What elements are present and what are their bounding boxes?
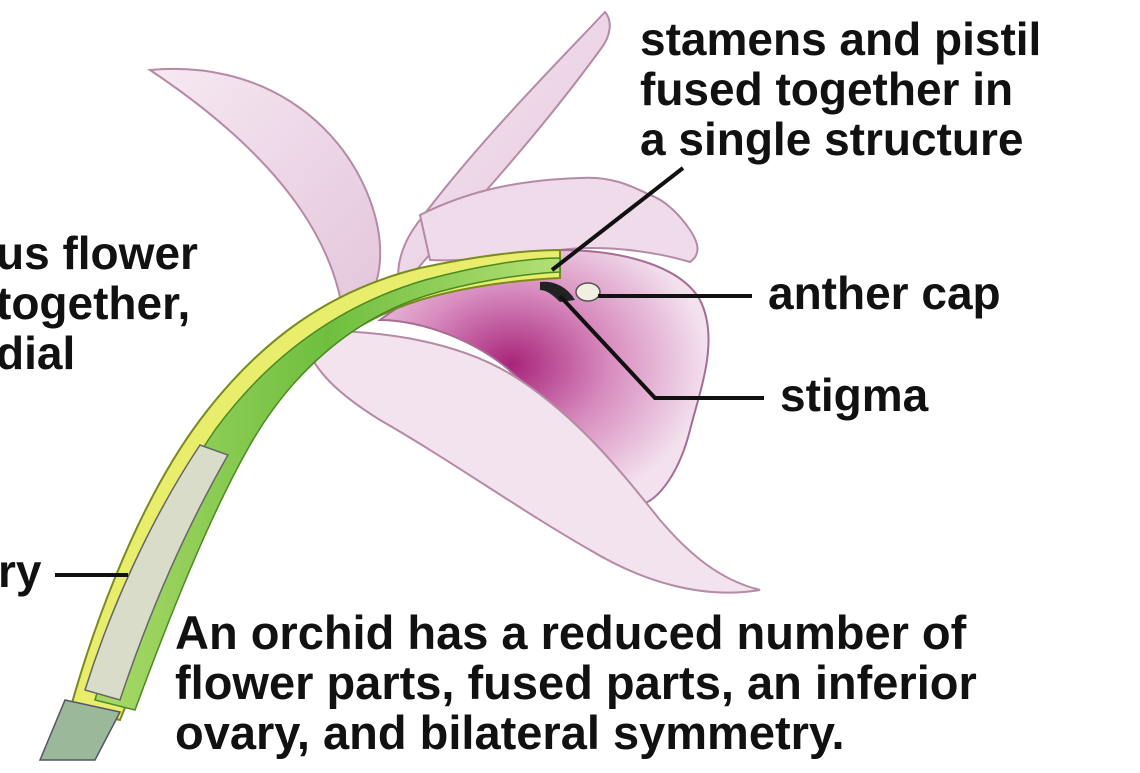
label-left-partial: us flower together, dial xyxy=(0,228,198,378)
caption: An orchid has a reduced number of flower… xyxy=(175,608,977,758)
label-left-line-1: us flower xyxy=(0,228,198,278)
label-stigma: stigma xyxy=(780,370,928,420)
label-fusion-line-2: fused together in xyxy=(640,64,1041,114)
stem-base xyxy=(40,700,120,760)
label-left-line-2: together, xyxy=(0,278,198,328)
caption-line-3: ovary, and bilateral symmetry. xyxy=(175,708,977,758)
label-fusion-line-1: stamens and pistil xyxy=(640,14,1041,64)
label-fusion-line-3: a single structure xyxy=(640,114,1041,164)
label-anther-cap: anther cap xyxy=(768,268,1001,318)
label-left-line-3: dial xyxy=(0,328,198,378)
caption-line-2: flower parts, fused parts, an inferior xyxy=(175,658,977,708)
caption-line-1: An orchid has a reduced number of xyxy=(175,608,977,658)
label-ovary: ry xyxy=(0,546,41,596)
anther xyxy=(576,283,600,301)
label-fusion: stamens and pistil fused together in a s… xyxy=(640,14,1041,164)
